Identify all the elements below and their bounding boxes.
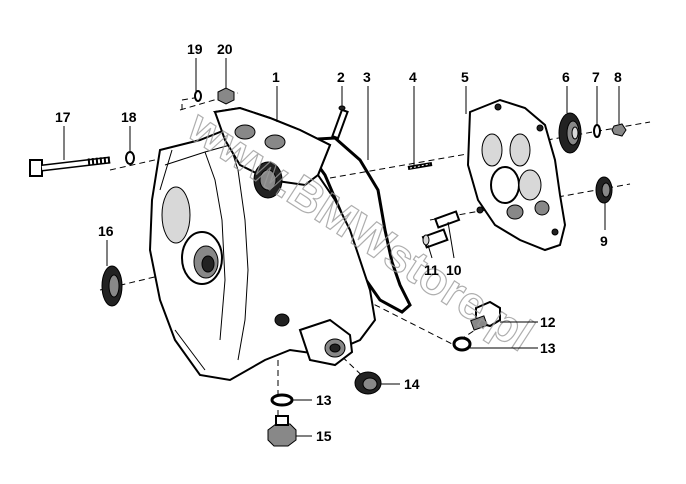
callout-10: 10 [446,262,462,278]
input-seal [101,265,123,307]
long-bolt [29,156,111,177]
washer [593,124,601,138]
callout-8: 8 [614,69,622,85]
hex-nut [611,123,627,137]
callout-7: 7 [592,69,600,85]
drain-plug [267,415,297,447]
callout-18: 18 [121,109,137,125]
callout-19: 19 [187,41,203,57]
spring-washer [194,90,202,102]
callout-15: 15 [316,428,332,444]
cap-nut [217,87,235,105]
callout-6: 6 [562,69,570,85]
output-seal [354,371,382,395]
callout-13-upper: 13 [540,340,556,356]
callout-2: 2 [337,69,345,85]
dowel-pins [421,210,461,249]
callout-5: 5 [461,69,469,85]
callout-3: 3 [363,69,371,85]
callout-20: 20 [217,41,233,57]
stud-bolt [407,162,433,170]
callout-4: 4 [409,69,417,85]
oil-filler-plug [470,300,501,331]
leader-lines [63,58,620,437]
breather-screw [331,105,349,140]
sealing-ring-lower [270,393,294,407]
callout-13-lower: 13 [316,392,332,408]
callout-labels: 1 2 3 4 5 6 7 8 9 10 11 12 13 13 14 15 1… [55,41,622,444]
radial-seal [595,176,613,204]
callout-14: 14 [404,376,420,392]
shaft-seal [558,112,582,154]
sealing-ring-upper [452,336,472,352]
callout-16: 16 [98,223,114,239]
callout-11: 11 [424,262,439,278]
callout-12: 12 [540,314,556,330]
bolt-washer [125,151,135,165]
transmission-housing [148,106,377,382]
callout-1: 1 [272,69,280,85]
callout-9: 9 [600,233,608,249]
rear-cover [466,98,567,252]
callout-17: 17 [55,109,71,125]
